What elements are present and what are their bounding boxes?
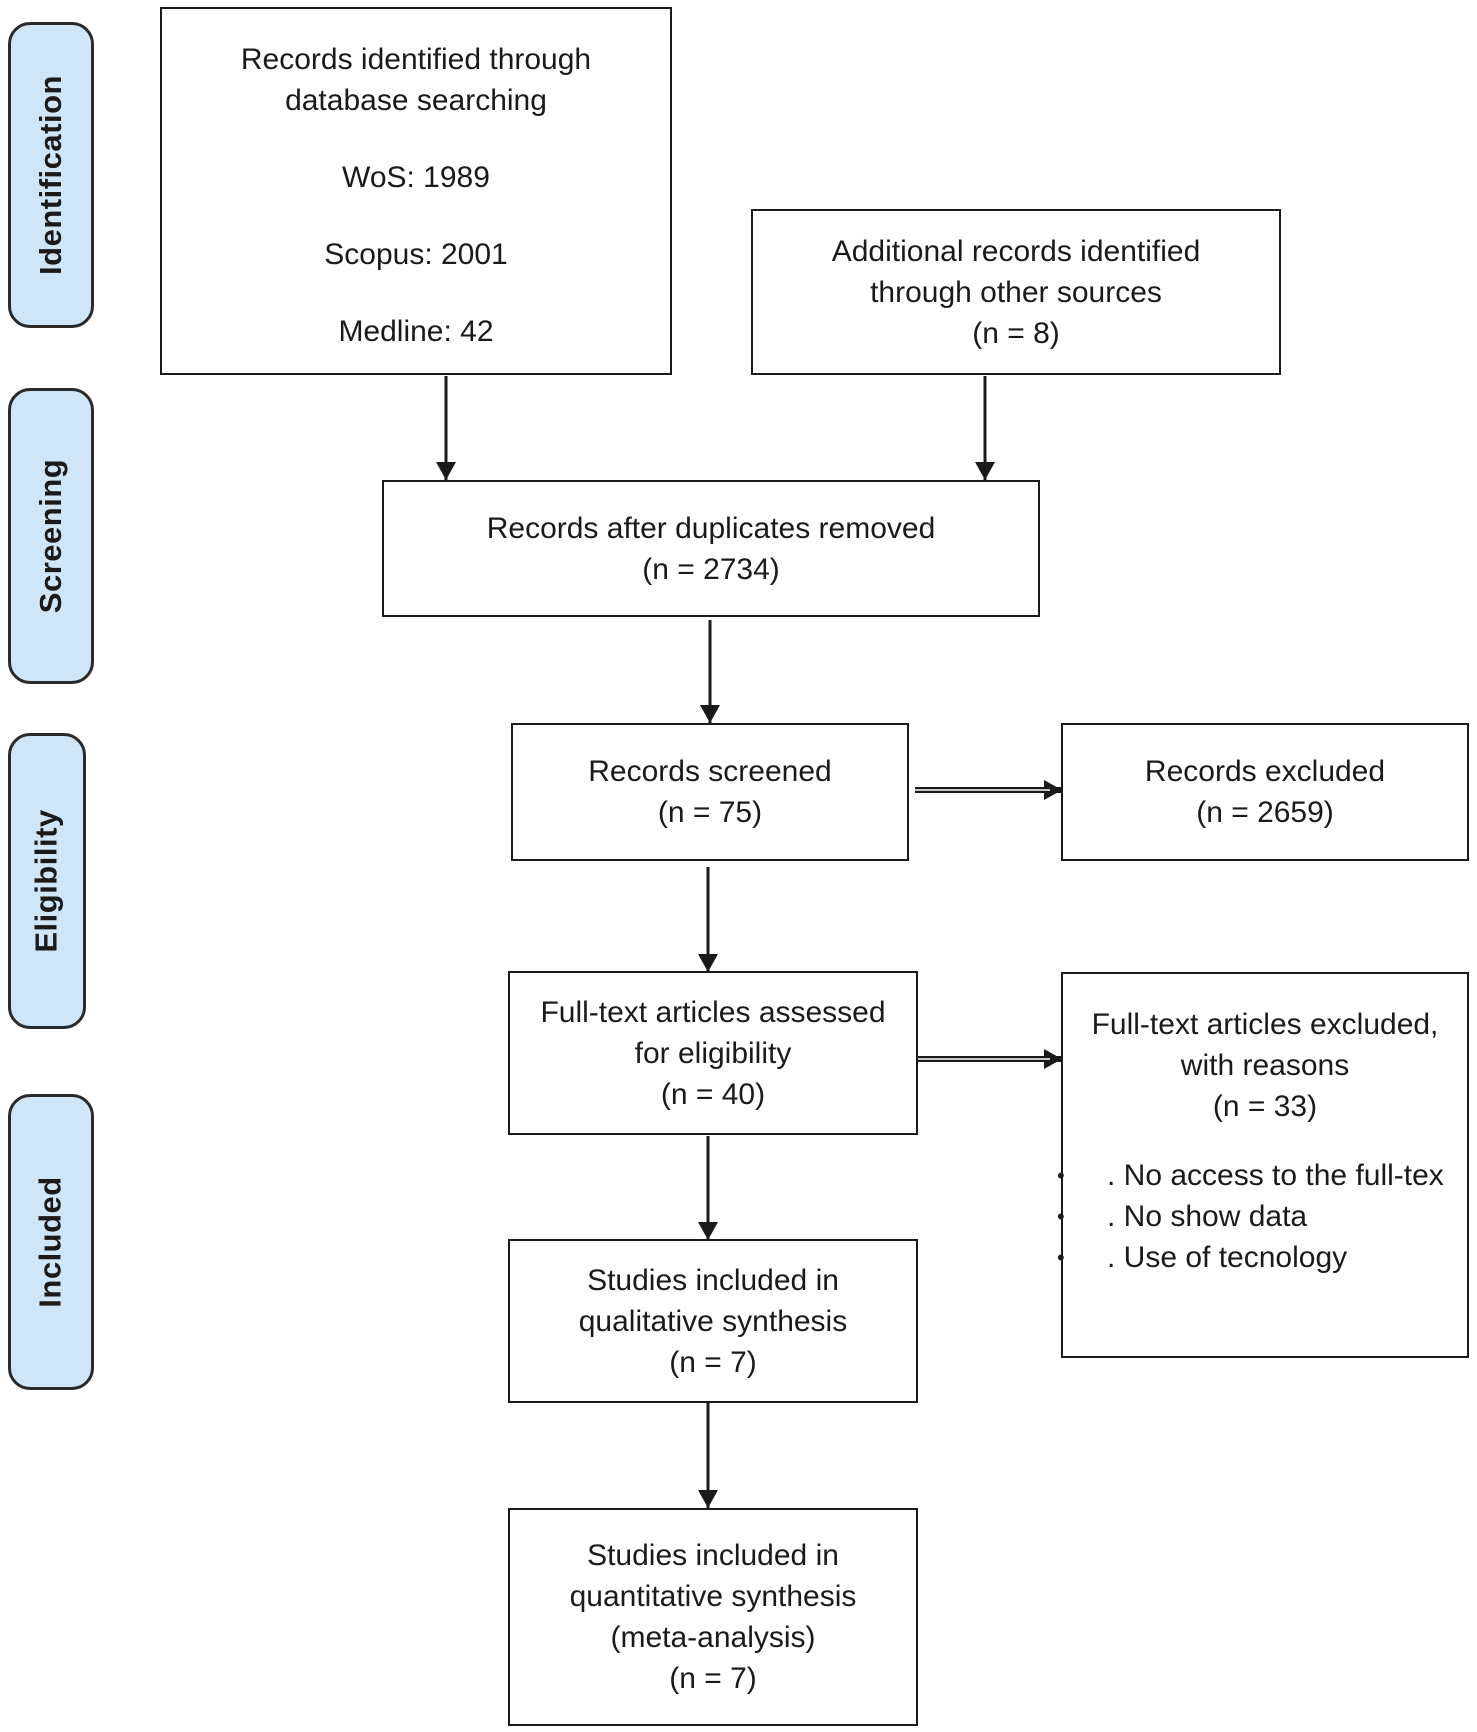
exclusion-reason-text: . No access to the full-tex xyxy=(1107,1159,1444,1192)
database-line2: database searching xyxy=(285,84,547,117)
database-line1: Records identified through xyxy=(240,43,592,76)
fulltext-line1: Full-text articles assessed xyxy=(540,995,886,1029)
quantitative-line2: quantitative synthesis xyxy=(569,1580,857,1613)
dedup-line1: Records after duplicates removed xyxy=(486,511,936,545)
exclusion-reason: • . No access to the full-tex xyxy=(1057,1155,1467,1196)
box-fulltext-excluded: Full-text articles excluded, with reason… xyxy=(1057,972,1469,1358)
box-fulltext-assessed: Full-text articles assessed for eligibil… xyxy=(508,971,918,1135)
quantitative-line3: (meta-analysis) xyxy=(610,1621,816,1654)
box-records-after-duplicates: Records after duplicates removed (n = 27… xyxy=(382,480,1040,617)
fulltext-excluded-line2: with reasons xyxy=(1180,1049,1350,1082)
quantitative-line1: Studies included in xyxy=(587,1539,839,1572)
exclusion-reason: • . Use of tecnology xyxy=(1057,1237,1467,1278)
box-database-searching: Records identified through database sear… xyxy=(160,7,672,375)
additional-count: (n = 8) xyxy=(972,316,1060,350)
database-medline: Medline: 42 xyxy=(338,315,494,348)
screened-line1: Records screened xyxy=(588,755,832,788)
stage-tab-identification: Identification xyxy=(8,22,94,328)
exclusion-reason-text: . Use of tecnology xyxy=(1107,1241,1348,1274)
dedup-count: (n = 2734) xyxy=(642,552,780,586)
stage-tab-included: Included xyxy=(8,1094,94,1390)
box-records-excluded: Records excluded (n = 2659) xyxy=(1061,723,1469,861)
exclusion-reasons-list: • . No access to the full-tex • . No sho… xyxy=(1057,1155,1467,1278)
box-qualitative-synthesis: Studies included in qualitative synthesi… xyxy=(508,1239,918,1403)
box-quantitative-synthesis: Studies included in quantitative synthes… xyxy=(508,1508,918,1726)
excluded-count: (n = 2659) xyxy=(1196,796,1334,829)
qualitative-count: (n = 7) xyxy=(669,1345,757,1379)
fulltext-line2: for eligibility xyxy=(634,1036,792,1070)
bullet-icon: • xyxy=(1057,1245,1065,1270)
fulltext-count: (n = 40) xyxy=(660,1077,766,1111)
screened-count: (n = 75) xyxy=(657,796,763,829)
bullet-icon: • xyxy=(1057,1163,1065,1188)
box-records-screened: Records screened (n = 75) xyxy=(511,723,909,861)
exclusion-reason-text: . No show data xyxy=(1107,1200,1308,1233)
stage-tab-screening: Screening xyxy=(8,388,94,684)
exclusion-reason: • . No show data xyxy=(1057,1196,1467,1237)
fulltext-excluded-count: (n = 33) xyxy=(1212,1090,1318,1123)
stage-tab-eligibility: Eligibility xyxy=(8,733,86,1029)
quantitative-count: (n = 7) xyxy=(669,1662,757,1695)
additional-line2: through other sources xyxy=(870,275,1162,309)
additional-line1: Additional records identified xyxy=(831,234,1201,268)
qualitative-line1: Studies included in xyxy=(587,1263,839,1297)
bullet-icon: • xyxy=(1057,1204,1065,1229)
box-additional-records: Additional records identified through ot… xyxy=(751,209,1281,375)
database-wos: WoS: 1989 xyxy=(342,161,490,194)
excluded-line1: Records excluded xyxy=(1144,755,1386,788)
fulltext-excluded-line1: Full-text articles excluded, xyxy=(1091,1008,1439,1041)
database-scopus: Scopus: 2001 xyxy=(324,238,508,271)
qualitative-line2: qualitative synthesis xyxy=(578,1304,848,1338)
